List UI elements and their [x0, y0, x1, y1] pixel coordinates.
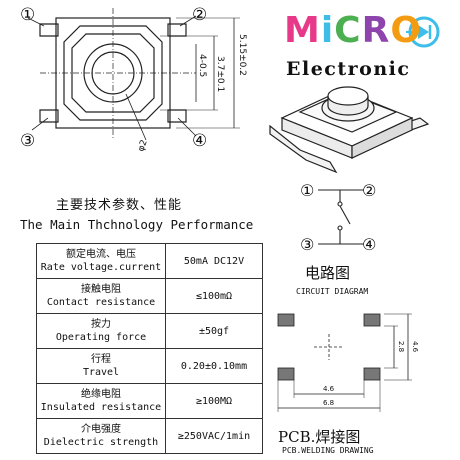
label-cn: 行程 [91, 354, 111, 365]
row-label: 绝缘电阻 Insulated resistance [36, 383, 166, 419]
circuit-pin-3: ③ [300, 235, 314, 254]
dim-inner: 3.7±0.1 [215, 56, 225, 92]
circuit-pin-4: ④ [362, 235, 376, 254]
row-value: 50mA DC12V [165, 243, 263, 279]
pad-top-left [277, 313, 295, 327]
circuit-title-cn: 电路图 [305, 264, 351, 282]
label-cn: 接触电阻 [81, 284, 121, 295]
terminal-top-left [39, 23, 59, 37]
row-label: 按力 Operating force [36, 313, 166, 349]
performance-title-cn: 主要技术参数、性能 [56, 198, 183, 213]
pcb-dim-width-outer: 6.8 [323, 399, 334, 407]
label-en: Operating force [55, 332, 147, 343]
dim-outer: 5.15±0.2 [237, 34, 247, 76]
circuit-pin-2: ② [362, 181, 376, 200]
row-value: ±50gf [165, 313, 263, 349]
table-row: 介电强度 Dielectric strength ≥250VAC/1min [36, 418, 263, 454]
dim-button: 4-0.5 [197, 54, 207, 77]
terminal-bottom-right [167, 109, 187, 123]
pcb-dim-height-inner: 2.8 [397, 341, 405, 352]
diode-icon [406, 16, 440, 48]
row-label: 介电强度 Dielectric strength [36, 418, 166, 454]
terminal-3d-left [269, 124, 338, 174]
octagon-inner [71, 33, 155, 113]
button-3d-top [327, 86, 369, 106]
circuit-schematic [318, 189, 364, 245]
label-en: Insulated resistance [40, 402, 162, 413]
row-value: ≥250VAC/1min [165, 418, 263, 454]
pad-bottom-left [277, 367, 295, 381]
logo-letter: M [284, 10, 321, 51]
logo-letter: O [390, 10, 422, 51]
performance-title-en: The Main Thchnology Performance [20, 217, 254, 232]
pcb-subtitle: PCB.WELDING DRAWING [282, 446, 374, 455]
logo-letter: C [334, 10, 362, 51]
label-en: Travel [82, 367, 120, 378]
switch-3d-view [269, 86, 430, 174]
row-label: 接触电阻 Contact resistance [36, 278, 166, 314]
dim-phi: φ2 [136, 139, 149, 153]
pin-label-3: ③ [20, 131, 35, 151]
brand-logo: M i C R O [284, 10, 422, 51]
row-label: 额定电流、电压 Rate voltage.current [36, 243, 166, 279]
pin-label-1: ① [20, 5, 35, 25]
label-cn: 额定电流、电压 [66, 249, 136, 260]
pcb-dim-width-inner: 4.6 [323, 385, 335, 393]
performance-table: 额定电流、电压 Rate voltage.current 50mA DC12V 接… [36, 243, 263, 454]
pin-label-4: ④ [192, 131, 207, 151]
pad-bottom-right [363, 367, 381, 381]
label-cn: 介电强度 [81, 424, 121, 435]
pcb-title: PCB.焊接图 [278, 428, 361, 446]
terminal-top-right [167, 23, 187, 37]
pcb-dim-height-outer: 4.6 [411, 341, 419, 353]
logo-letter: i [320, 10, 335, 51]
switch-contact [339, 205, 351, 225]
switch-top-view [27, 8, 240, 141]
label-cn: 按力 [91, 319, 111, 330]
row-value: 0.20±0.10mm [165, 348, 263, 384]
terminal-bottom-left [39, 109, 59, 123]
pcb-layout [277, 313, 412, 412]
logo-subtitle: Electronic [286, 58, 411, 80]
label-en: Dielectric strength [43, 437, 159, 448]
circuit-title-en: CIRCUIT DIAGRAM [296, 287, 369, 296]
pin-label-2: ② [192, 5, 207, 25]
table-row: 额定电流、电压 Rate voltage.current 50mA DC12V [36, 243, 263, 279]
table-row: 接触电阻 Contact resistance ≤100mΩ [36, 278, 263, 314]
table-row: 绝缘电阻 Insulated resistance ≥100MΩ [36, 383, 263, 419]
pad-top-right [363, 313, 381, 327]
label-en: Contact resistance [46, 297, 156, 308]
drawing-labels: ① ② ③ ④ 5.15±0.2 3.7±0.1 4-0.5 φ2 ① ② ③ … [20, 5, 419, 407]
table-row: 行程 Travel 0.20±0.10mm [36, 348, 263, 384]
logo-letter: R [361, 10, 391, 51]
row-value: ≤100mΩ [165, 278, 263, 314]
label-en: Rate voltage.current [40, 262, 162, 273]
circuit-pin-1: ① [300, 181, 314, 200]
octagon-outer [63, 25, 163, 121]
row-value: ≥100MΩ [165, 383, 263, 419]
label-cn: 绝缘电阻 [81, 389, 121, 400]
row-label: 行程 Travel [36, 348, 166, 384]
table-row: 按力 Operating force ±50gf [36, 313, 263, 349]
